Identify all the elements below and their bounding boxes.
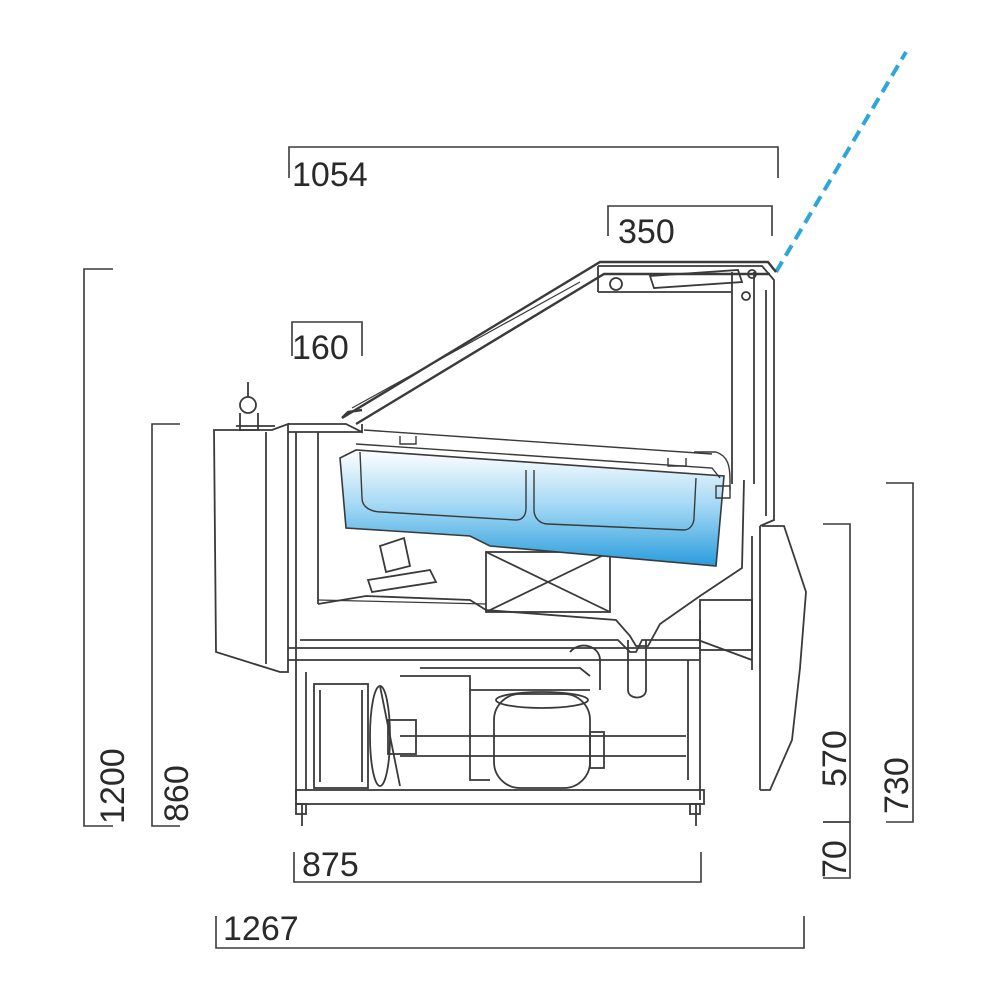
open-glass-dashed-line (774, 50, 908, 274)
dim-label-860: 860 (158, 765, 196, 822)
dimension-lines (83, 146, 914, 949)
dim-line-70 (823, 821, 851, 879)
dim-label-1054: 1054 (292, 156, 368, 194)
dim-line-875 (293, 852, 702, 883)
rear-panel (213, 422, 289, 673)
tray-blue-fill (339, 449, 725, 567)
glass-canopy (341, 260, 777, 426)
dim-line-160 (291, 321, 363, 356)
dim-line-860 (151, 423, 180, 827)
dim-label-570: 570 (816, 730, 854, 787)
dim-line-350 (607, 205, 773, 236)
dim-label-160: 160 (292, 329, 349, 367)
tap-fixture (236, 382, 275, 431)
dim-line-1267 (215, 916, 805, 949)
dim-label-1200: 1200 (94, 748, 132, 824)
dim-label-350: 350 (618, 213, 675, 251)
dim-label-70: 70 (816, 840, 854, 878)
cabinet-body (213, 265, 807, 826)
evaporator (485, 551, 611, 613)
dim-label-875: 875 (302, 846, 359, 884)
condenser (313, 683, 369, 789)
front-panel (760, 525, 807, 791)
dim-line-1054 (288, 146, 779, 178)
food-trays (339, 429, 731, 567)
dim-label-1267: 1267 (223, 910, 299, 948)
dim-label-730: 730 (878, 757, 916, 814)
dim-line-730 (886, 482, 914, 823)
dim-line-1200 (83, 268, 113, 827)
